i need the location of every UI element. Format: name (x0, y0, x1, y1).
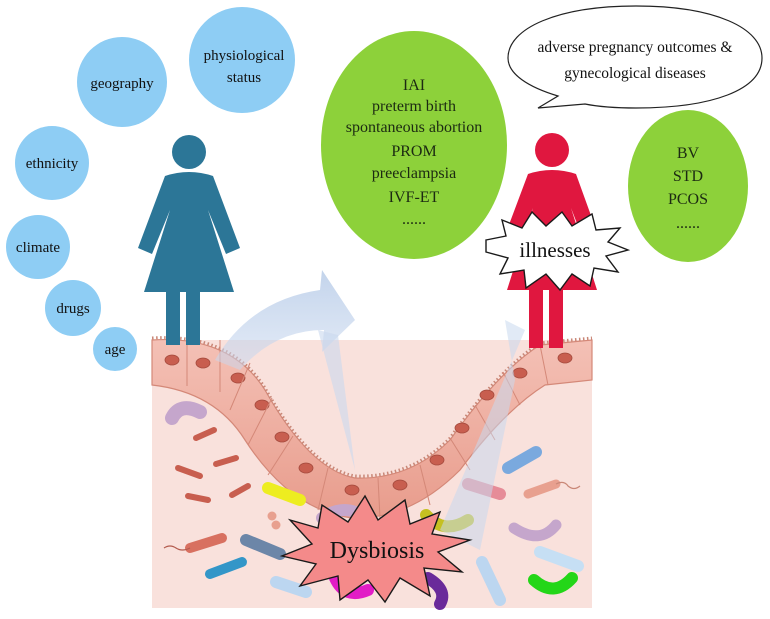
outcome-item: ...... (402, 211, 426, 228)
disease-item: STD (673, 168, 703, 185)
factor-drugs: drugs (45, 280, 101, 336)
factor-bubble (93, 327, 137, 371)
factor-bubble (45, 280, 101, 336)
outcome-item: preterm birth (372, 98, 456, 115)
outcome-item: spontaneous abortion (346, 119, 482, 136)
gynecological-diseases-group: BV STD PCOS ...... (628, 110, 748, 262)
dysbiosis-burst: Dysbiosis (279, 494, 473, 604)
outcome-item: preeclampsia (372, 165, 456, 182)
coccus-chain (267, 511, 277, 521)
pregnancy-outcomes-group: IAI preterm birth spontaneous abortion P… (321, 31, 507, 259)
bacterium-rod-red (229, 483, 251, 498)
factor-physiological-status: physiological status (189, 7, 295, 113)
factor-bubble (77, 37, 167, 127)
bacterium-rod-red (213, 455, 239, 467)
bacterium-flagellated (185, 533, 227, 553)
outcome-item: PROM (391, 143, 436, 160)
speech-bubble: adverse pregnancy outcomes & gynecologic… (507, 5, 763, 109)
outcome-item: IVF-ET (389, 189, 440, 206)
arrow-healthy-to-tissue (215, 270, 355, 370)
bacterium-flagellated (523, 479, 561, 499)
factor-label: age (105, 342, 126, 358)
bacterium-purple-curved (508, 519, 562, 542)
disease-item: PCOS (668, 191, 708, 208)
bacterium-rod-blue (205, 557, 247, 579)
bacterium-green (528, 572, 578, 595)
bacterium-rod-yellow (262, 482, 306, 506)
bacterium-rod-lightblue (476, 556, 506, 606)
coccus-chain (271, 520, 281, 530)
factor-ethnicity: ethnicity (15, 126, 89, 200)
dysbiosis-star (279, 494, 473, 604)
factor-label: climate (16, 240, 60, 256)
bacterium-rod-lightblue (270, 576, 312, 598)
arrow-focus-illness (440, 320, 525, 550)
flagellum (163, 545, 191, 551)
factor-label: physiological (204, 48, 285, 64)
bacterium-rod-slate (240, 534, 286, 560)
pregnancy-outcomes-bubble (321, 31, 507, 259)
bacterium-rod-lightblue (534, 546, 584, 572)
influence-arrows (215, 270, 525, 550)
illnesses-star (485, 210, 631, 292)
speech-bubble-line2: gynecological diseases (564, 65, 706, 82)
disease-item: BV (677, 145, 700, 162)
factor-label: geography (90, 76, 154, 92)
epithelium-layer (151, 338, 593, 519)
healthy-woman-icon (138, 135, 240, 345)
factor-label: ethnicity (26, 156, 79, 172)
bacterium-rod-red (185, 493, 211, 503)
factor-climate: climate (6, 215, 70, 279)
speech-bubble-line1: adverse pregnancy outcomes & (538, 39, 733, 56)
factor-label: drugs (56, 301, 89, 317)
bacterium-purple-curved (165, 401, 207, 425)
factor-label: status (227, 70, 261, 86)
outcome-item: IAI (403, 77, 425, 94)
arrow-focus-healthy (318, 330, 355, 470)
illnesses-label: illnesses (519, 238, 590, 262)
speech-bubble-shape (507, 5, 763, 109)
factor-geography: geography (77, 37, 167, 127)
cell-nuclei (164, 352, 573, 496)
bacterium-rod-blue (502, 446, 542, 474)
factor-bubble (189, 7, 295, 113)
disease-item: ...... (676, 215, 700, 232)
factor-age: age (93, 327, 137, 371)
bacterium-rod-red (175, 465, 203, 479)
bacterium-darkpurple (422, 572, 449, 610)
factor-bubble (15, 126, 89, 200)
factor-bubble (6, 215, 70, 279)
flagellum (555, 481, 581, 490)
dysbiosis-label: Dysbiosis (330, 538, 425, 564)
gynecological-diseases-bubble (628, 110, 748, 262)
illnesses-burst: illnesses (485, 210, 631, 292)
bacterium-rod-red (193, 427, 217, 441)
